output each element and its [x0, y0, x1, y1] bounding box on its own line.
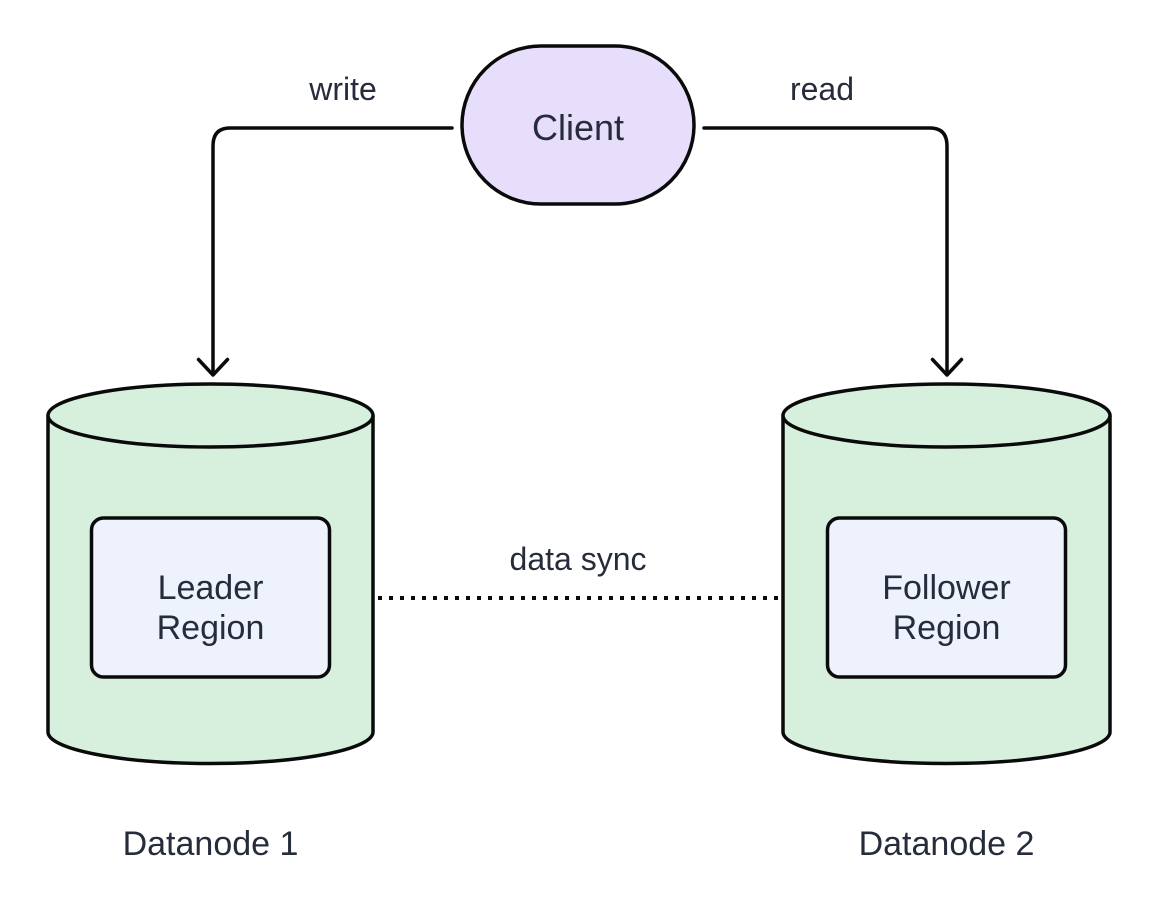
- read-edge-label: read: [790, 71, 854, 107]
- datanode1-node: Leader Region: [46, 382, 375, 766]
- read-edge-line: [702, 126, 949, 373]
- write-edge-label: write: [308, 71, 377, 107]
- leader-region-label-line2: Region: [157, 609, 265, 647]
- write-edge: [196, 126, 454, 377]
- datanode1-title: Datanode 1: [123, 825, 299, 863]
- datanode1-cylinder-top: [46, 382, 375, 449]
- datanode2-cylinder-top: [781, 382, 1112, 449]
- follower-region-label-line2: Region: [893, 609, 1001, 647]
- read-arrowhead-icon: [930, 357, 964, 377]
- write-arrowhead-icon: [196, 357, 230, 377]
- read-edge: [702, 126, 964, 377]
- client-label: Client: [532, 107, 624, 148]
- data-sync-edge-label: data sync: [510, 541, 647, 577]
- client-stadium-shape: [460, 44, 696, 206]
- leader-region-box: [89, 516, 332, 679]
- datanode2-title: Datanode 2: [859, 825, 1035, 863]
- leader-region-label-line1: Leader: [158, 569, 264, 607]
- follower-region-box: [825, 516, 1068, 679]
- data-sync-edge: [334, 582, 824, 614]
- datanode2-node: Follower Region: [781, 382, 1112, 766]
- write-edge-line: [211, 126, 454, 373]
- client-node: Client: [460, 44, 696, 206]
- follower-region-label-line1: Follower: [882, 569, 1010, 607]
